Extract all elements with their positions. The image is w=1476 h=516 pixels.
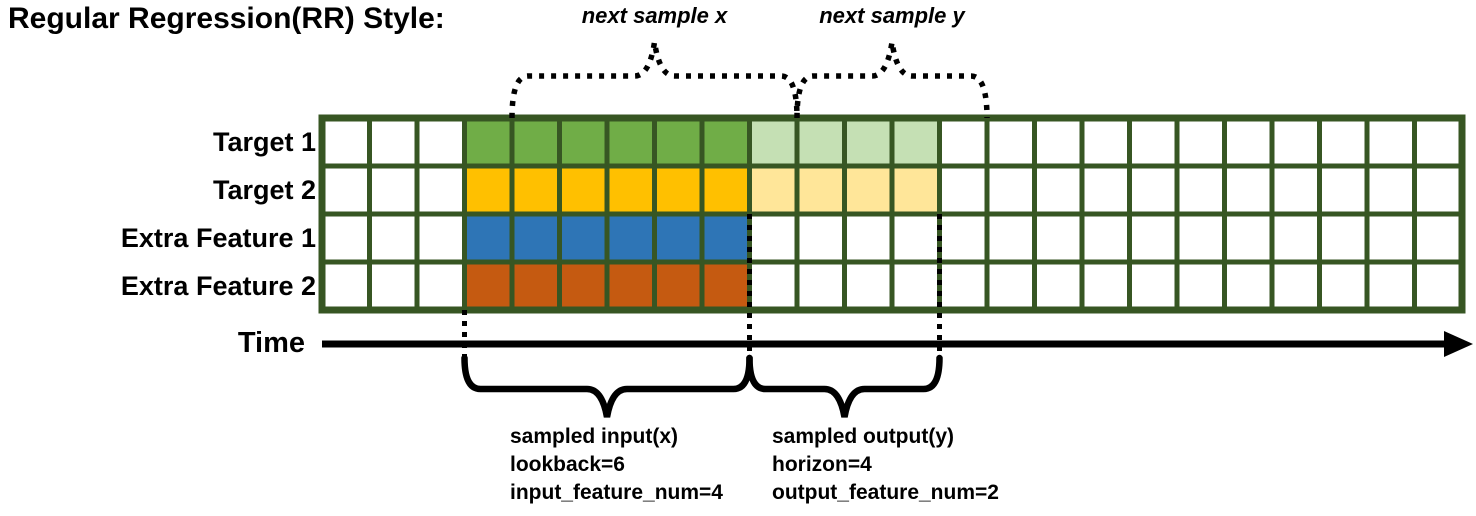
sample-boundary-dotted-lines — [462, 214, 942, 362]
grid-outer-border — [318, 114, 1466, 314]
sampled-output-notes: sampled output(y) horizon=4 output_feature… — [772, 423, 999, 507]
row-label: Extra Feature 2 — [120, 271, 316, 301]
sampled-input-brace — [461, 354, 753, 418]
next-sample-y-label: next sample y — [819, 3, 965, 28]
next-sample-x-brace — [509, 41, 800, 119]
next-sample-y-brace — [794, 41, 990, 119]
sampled-output-brace — [746, 354, 943, 418]
sampled-output-note-line: output_feature_num=2 — [772, 481, 999, 504]
row-label: Extra Feature 1 — [120, 223, 316, 253]
grid-cells — [319, 115, 1465, 313]
sampled-input-note-line: input_feature_num=4 — [510, 481, 723, 504]
next-sample-x-label: next sample x — [581, 3, 728, 28]
time-axis-label: Time — [237, 327, 305, 359]
sampled-input-notes: sampled input(x) lookback=6 input_feature_… — [510, 423, 723, 507]
row-label: Target 2 — [212, 175, 316, 205]
row-label: Target 1 — [212, 127, 316, 157]
diagram-title: Regular Regression(RR) Style: — [8, 2, 445, 35]
sampled-input-note-line: lookback=6 — [510, 453, 625, 476]
time-arrow — [322, 331, 1473, 357]
sampled-output-note-line: horizon=4 — [772, 453, 872, 476]
sampled-output-note-line: sampled output(y) — [772, 425, 954, 448]
sampled-input-note-line: sampled input(x) — [510, 425, 679, 448]
